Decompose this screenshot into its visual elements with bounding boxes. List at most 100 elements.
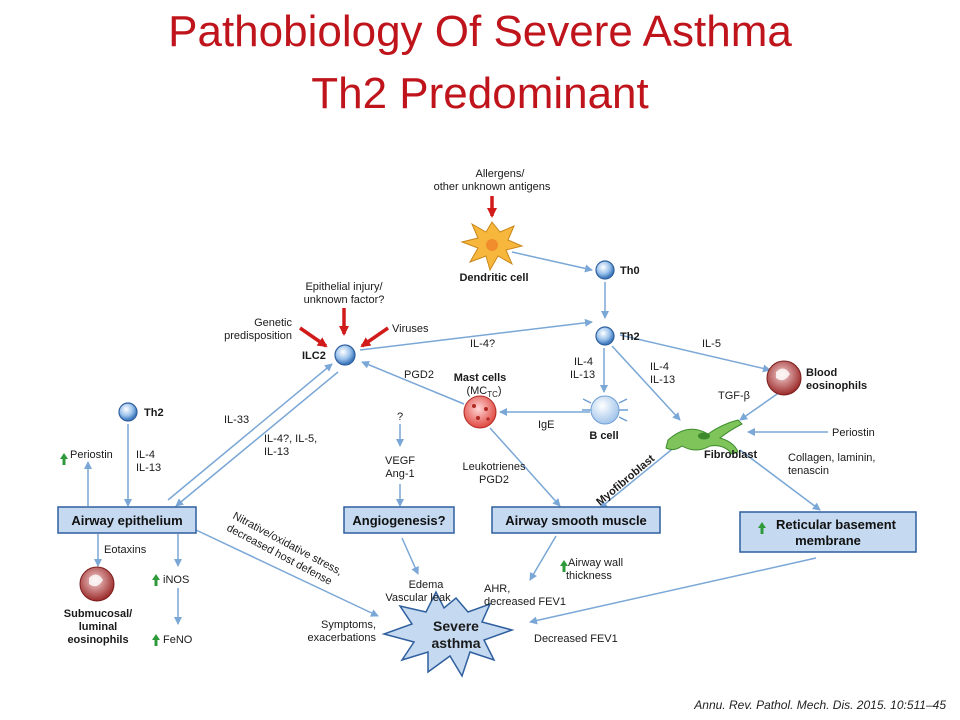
decreased-fev1-b-label: Decreased FEV1 (534, 633, 618, 645)
allergens-label-2: other unknown antigens (434, 181, 551, 193)
blood-eosinophil-icon (766, 360, 802, 396)
epithelial-injury-label-2: unknown factor? (304, 294, 385, 306)
up-arrow-icon (152, 634, 160, 646)
il5-label: IL-5 (702, 338, 721, 350)
fibroblast-to-muscle-arrow (599, 445, 677, 509)
b-cell-label: B cell (589, 430, 618, 442)
reticular-membrane-box (739, 511, 917, 553)
mast-subscript: TC (487, 390, 498, 399)
blood-eos-label-2: eosinophils (806, 380, 867, 392)
pgd2-b-label: PGD2 (479, 474, 509, 486)
ige-label: IgE (538, 419, 555, 431)
edema-label: Edema (409, 579, 445, 591)
periostin-left-label: Periostin (70, 449, 113, 461)
airway-smooth-muscle-box (491, 506, 661, 534)
myofibroblast-label: Myofibroblast (594, 453, 657, 509)
ilc2-to-epithelium-arrow (175, 371, 339, 507)
severe-label: Severe (433, 618, 479, 634)
fibroblast-label: Fibroblast (704, 449, 758, 461)
il13-left-label: IL-13 (136, 462, 161, 474)
il4q-label: IL-4? (470, 338, 495, 350)
eosinophils-label: eosinophils (67, 634, 128, 646)
mast-to-muscle-arrow (489, 427, 561, 507)
vegf-label: VEGF (385, 455, 415, 467)
up-arrow-icon (60, 453, 68, 465)
ilc2-cell-icon (334, 344, 356, 366)
eotaxins-label: Eotaxins (104, 544, 147, 556)
b-cell-icon (582, 395, 628, 425)
muscle-to-ahr-arrow (529, 535, 557, 581)
title-line-2: Th2 Predominant (311, 69, 649, 118)
fibroblast-icon (665, 419, 743, 455)
mast-cells-label: Mast cells (454, 372, 507, 384)
tgfb-label: TGF-β (718, 390, 750, 402)
fibroblast-to-reticular-arrow (739, 449, 821, 511)
th2-cell-icon (595, 326, 615, 346)
ahr-label: AHR, (484, 583, 510, 595)
pgd2-label: PGD2 (404, 369, 434, 381)
airway-smooth-muscle-label: Airway smooth muscle (505, 513, 647, 528)
epithelium-to-asthma-arrow (195, 529, 379, 617)
epithelial-injury-label: Epithelial injury/ (305, 281, 383, 293)
ang1-label: Ang-1 (385, 468, 414, 480)
il4-a-label: IL-4 (574, 356, 593, 368)
decreased-fev1-a-label: decreased FEV1 (484, 596, 566, 608)
airway-epithelium-box (57, 506, 197, 534)
reticular-label: Reticular basement (776, 517, 897, 532)
eos-to-fibroblast-arrow (739, 391, 781, 421)
up-arrow-icon (560, 560, 568, 572)
il-mix-label: IL-4?, IL-5, (264, 433, 317, 445)
periostin-right-label: Periostin (832, 427, 875, 439)
th2-label: Th2 (620, 331, 640, 343)
th2-to-eos-arrow (619, 334, 771, 373)
symptoms-label: Symptoms, (321, 619, 376, 631)
viruses-label: Viruses (392, 323, 429, 335)
il13-a-label: IL-13 (570, 369, 595, 381)
dendritic-to-th0-arrow (511, 251, 593, 273)
up-arrow-icon (758, 522, 766, 534)
collagen-label: Collagen, laminin, (788, 452, 875, 464)
luminal-label: luminal (79, 621, 118, 633)
il4-left-label: IL-4 (136, 449, 155, 461)
angiogenesis-box (343, 506, 455, 534)
il4-b-label: IL-4 (650, 361, 669, 373)
epithelium-to-ilc2-arrow (167, 363, 333, 501)
title-line-1: Pathobiology Of Severe Asthma (168, 7, 792, 56)
th0-cell-icon (595, 260, 615, 280)
th2-to-fibroblast-arrow (611, 345, 681, 421)
reticular-label-2: membrane (795, 533, 861, 548)
exacerbations-label: exacerbations (308, 632, 377, 644)
airway-epithelium-label: Airway epithelium (71, 513, 182, 528)
il33-label: IL-33 (224, 414, 249, 426)
allergens-label: Allergens/ (476, 168, 526, 180)
mast-sub-open: (MC (466, 385, 487, 397)
virus-arrow (360, 326, 389, 348)
genetic-label-2: predisposition (224, 330, 292, 342)
th0-label: Th0 (620, 265, 640, 277)
genetic-label: Genetic (254, 317, 292, 329)
feno-label: FeNO (163, 634, 193, 646)
up-arrow-icon (152, 574, 160, 586)
submucosal-eosinophil-icon (79, 566, 115, 602)
mast-subtype-label: (MCTC) (466, 385, 501, 399)
mast-cell-icon (463, 395, 497, 429)
ilc2-label: ILC2 (302, 350, 326, 362)
arrows (84, 196, 828, 625)
submucosal-label: Submucosal/ (64, 608, 132, 620)
severe-asthma-burst (381, 590, 515, 678)
thickness-label: thickness (566, 570, 612, 582)
inos-label: iNOS (163, 574, 189, 586)
asthma-label: asthma (431, 635, 480, 651)
il13-b-label: IL-13 (650, 374, 675, 386)
ilc2-inputs (299, 308, 389, 348)
angiogenesis-label: Angiogenesis? (352, 513, 445, 528)
th2-left-label: Th2 (144, 407, 164, 419)
mast-to-ilc2-arrow (361, 360, 465, 405)
leukotrienes-label: Leukotrienes (463, 461, 526, 473)
genetic-arrow (299, 326, 328, 348)
vascular-leak-label: Vascular leak (385, 592, 451, 604)
question-label: ? (397, 411, 403, 423)
reticular-to-asthma-arrow (529, 557, 817, 625)
collagen-label-2: tenascin (788, 465, 829, 477)
